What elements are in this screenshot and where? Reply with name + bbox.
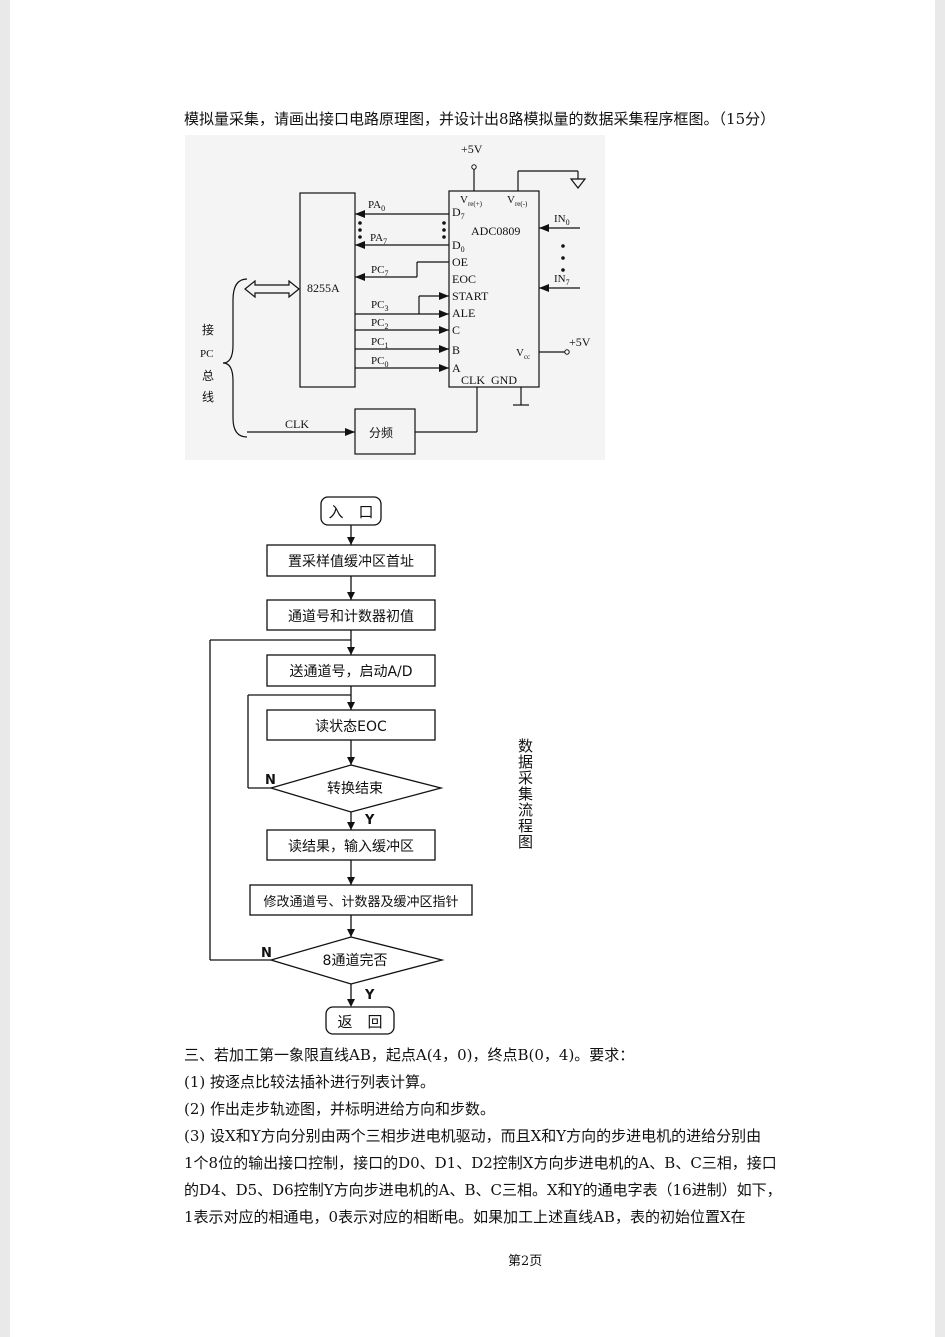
step5-label: 读结果，输入缓冲区 bbox=[288, 838, 414, 855]
y2-label: Y bbox=[364, 988, 375, 1003]
d0-label: D0 bbox=[452, 238, 465, 254]
exit-box bbox=[325, 1006, 395, 1035]
oe-label: OE bbox=[452, 255, 468, 269]
flowchart: 入 口 置采样值缓冲区首址 通道号和计数器初值 送通道号，启动A/D 读状态EO… bbox=[209, 496, 473, 1035]
circuit-diagram: +5V +5V 8255A ADC0809 接 PC 总 线 CLK 分频 PA… bbox=[185, 135, 605, 460]
clk-label: CLK bbox=[285, 417, 309, 431]
chip-adc-box bbox=[448, 190, 540, 388]
exit-label: 返 回 bbox=[337, 1013, 382, 1031]
q3-line7: 1表示对应的相通电，0表示对应的相断电。如果加工上述直线AB，表的初始位置X在 bbox=[184, 1208, 746, 1226]
vcc-right-label: +5V bbox=[569, 335, 591, 349]
chip-adc-label: ADC0809 bbox=[471, 224, 520, 238]
ale-label: ALE bbox=[452, 306, 475, 320]
bus-char-3: 总 bbox=[202, 369, 214, 383]
eoc-label: EOC bbox=[452, 272, 476, 286]
pc0-label: PC0 bbox=[371, 355, 388, 369]
q3-line6: 的D4、D5、D6控制Y方向步进电机的A、B、C三相。X和Y的通电字表（16进制… bbox=[184, 1181, 782, 1199]
pc1-label: PC1 bbox=[371, 336, 388, 350]
y1-label: Y bbox=[364, 813, 375, 828]
flowchart-side-title: 数据采集流程图 bbox=[518, 737, 534, 851]
in7-label: IN7 bbox=[554, 273, 570, 287]
pc3-label: PC3 bbox=[371, 299, 388, 313]
a-label: A bbox=[452, 361, 461, 375]
vref-plus-label: Vre(+) bbox=[460, 194, 483, 208]
clk-gnd-label: CLK GND bbox=[461, 373, 517, 387]
step6-box bbox=[249, 884, 473, 916]
document-page: 模拟量采集，请画出接口电路原理图，并设计出8路模拟量的数据采集程序框图。（15分… bbox=[10, 0, 935, 1337]
c-label: C bbox=[452, 323, 460, 337]
step2-label: 通道号和计数器初值 bbox=[288, 608, 414, 625]
q3-line2: (1) 按逐点比较法插补进行列表计算。 bbox=[184, 1073, 436, 1091]
chip-8255-label: 8255A bbox=[307, 281, 340, 295]
vcc-top-label: +5V bbox=[461, 142, 483, 156]
q3-line4: (3) 设X和Y方向分别由两个三相步进电机驱动，而且X和Y方向的步进电机的进给分… bbox=[184, 1127, 762, 1145]
entry-label: 入 口 bbox=[328, 503, 373, 521]
q3-line5: 1个8位的输出接口控制，接口的D0、D1、D2控制X方向步进电机的A、B、C三相… bbox=[184, 1154, 777, 1172]
chip-8255-box bbox=[299, 192, 356, 388]
vref-minus-label: Vre(-) bbox=[507, 194, 528, 208]
bus-char-2: PC bbox=[200, 348, 213, 360]
pc7-label: PC7 bbox=[371, 264, 388, 278]
n2-label: N bbox=[261, 946, 272, 961]
n1-label: N bbox=[265, 773, 276, 788]
decision1-label: 转换结束 bbox=[327, 780, 383, 797]
pa0-label: PA0 bbox=[368, 199, 385, 213]
step4-label: 读状态EOC bbox=[315, 718, 387, 735]
step1-label: 置采样值缓冲区首址 bbox=[288, 554, 414, 570]
start-label: START bbox=[452, 289, 489, 303]
q3-line1: 三、若加工第一象限直线AB，起点A(4，0)，终点B(0，4)。要求： bbox=[184, 1046, 635, 1064]
q3-line3: (2) 作出走步轨迹图，并标明进给方向和步数。 bbox=[184, 1100, 496, 1118]
b-label: B bbox=[452, 343, 460, 357]
step6-label: 修改通道号、计数器及缓冲区指针 bbox=[263, 895, 458, 910]
pc2-label: PC2 bbox=[371, 317, 388, 331]
decision2-label: 8通道完否 bbox=[323, 953, 388, 969]
pa7-label: PA7 bbox=[370, 232, 387, 246]
vcc-pin-label: Vcc bbox=[516, 347, 530, 361]
intro-line: 模拟量采集，请画出接口电路原理图，并设计出8路模拟量的数据采集程序框图。（15分… bbox=[184, 110, 776, 128]
page-number: 第2页 bbox=[508, 1254, 543, 1269]
step3-label: 送通道号，启动A/D bbox=[289, 664, 412, 680]
bus-char-1: 接 bbox=[202, 322, 214, 337]
in0-label: IN0 bbox=[554, 213, 570, 227]
divider-label: 分频 bbox=[369, 426, 393, 440]
d7-label: D7 bbox=[452, 205, 465, 221]
bus-char-4: 线 bbox=[202, 390, 214, 404]
